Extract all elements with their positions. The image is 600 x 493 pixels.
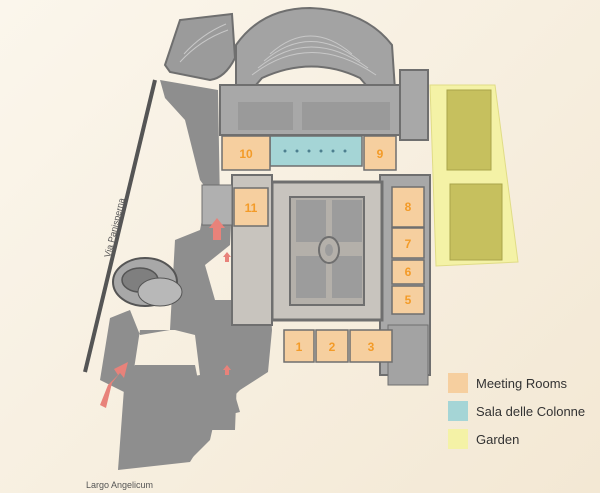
lecture-hall-large [235, 6, 397, 94]
meeting-room-7[interactable] [391, 227, 425, 259]
north-hall-left [238, 102, 293, 130]
garden-bed-south [449, 183, 503, 261]
room-label-3: 3 [368, 340, 375, 354]
south-east-block [387, 324, 429, 386]
legend-item-sala-colonne: Sala delle Colonne [448, 400, 598, 422]
room-label-7: 7 [405, 237, 412, 251]
street-line-panisperna [83, 79, 157, 373]
entrance-arrow-small-2 [223, 365, 231, 375]
main-entrance-arrow [100, 362, 128, 408]
north-hall-right [302, 102, 390, 130]
street-label-largo-angelicum: Largo Angelicum [86, 480, 153, 490]
room-label-8: 8 [405, 200, 412, 214]
meeting-room-8[interactable] [391, 186, 425, 228]
sala-columns [283, 149, 347, 153]
legend-swatch-meeting-rooms [448, 373, 468, 393]
hall-seating-rows [179, 23, 377, 76]
room-label-1: 1 [296, 340, 303, 354]
room-label-10: 10 [239, 147, 253, 161]
legend-item-garden: Garden [448, 428, 598, 450]
legend-swatch-garden [448, 429, 468, 449]
legend-label-garden: Garden [476, 431, 520, 447]
garden-bed-north [446, 89, 492, 171]
meeting-room-5[interactable] [391, 285, 425, 315]
legend-swatch-sala-colonne [448, 401, 468, 421]
legend-item-meeting-rooms: Meeting Rooms [448, 372, 598, 394]
building-block-south [120, 365, 240, 462]
meeting-room-9[interactable] [363, 135, 397, 171]
spiral-staircase [112, 257, 183, 307]
legend-label-meeting-rooms: Meeting Rooms [476, 375, 568, 391]
entrance-arrows [100, 218, 231, 408]
legend-label-sala-colonne: Sala delle Colonne [476, 403, 586, 419]
meeting-room-1[interactable] [283, 329, 315, 363]
meeting-room-6[interactable] [391, 259, 425, 285]
meeting-room-10[interactable] [221, 135, 271, 171]
building-block-west [100, 80, 240, 470]
room-label-5: 5 [405, 293, 412, 307]
lecture-hall-small [163, 12, 237, 82]
entrance-arrow-north [209, 218, 225, 240]
legend: Meeting Rooms Sala delle Colonne Garden [448, 372, 598, 456]
meeting-room-2[interactable] [315, 329, 349, 363]
north-east-tower [399, 69, 429, 141]
room-label-6: 6 [405, 265, 412, 279]
entrance-arrow-small-1 [223, 252, 231, 262]
fountain-center [325, 244, 333, 256]
meeting-room-3[interactable] [349, 329, 393, 363]
meeting-room-11[interactable] [233, 187, 269, 227]
room-label-2: 2 [329, 340, 336, 354]
room-label-9: 9 [377, 147, 384, 161]
room-label-11: 11 [245, 201, 258, 215]
cloister-parterres [296, 200, 362, 298]
